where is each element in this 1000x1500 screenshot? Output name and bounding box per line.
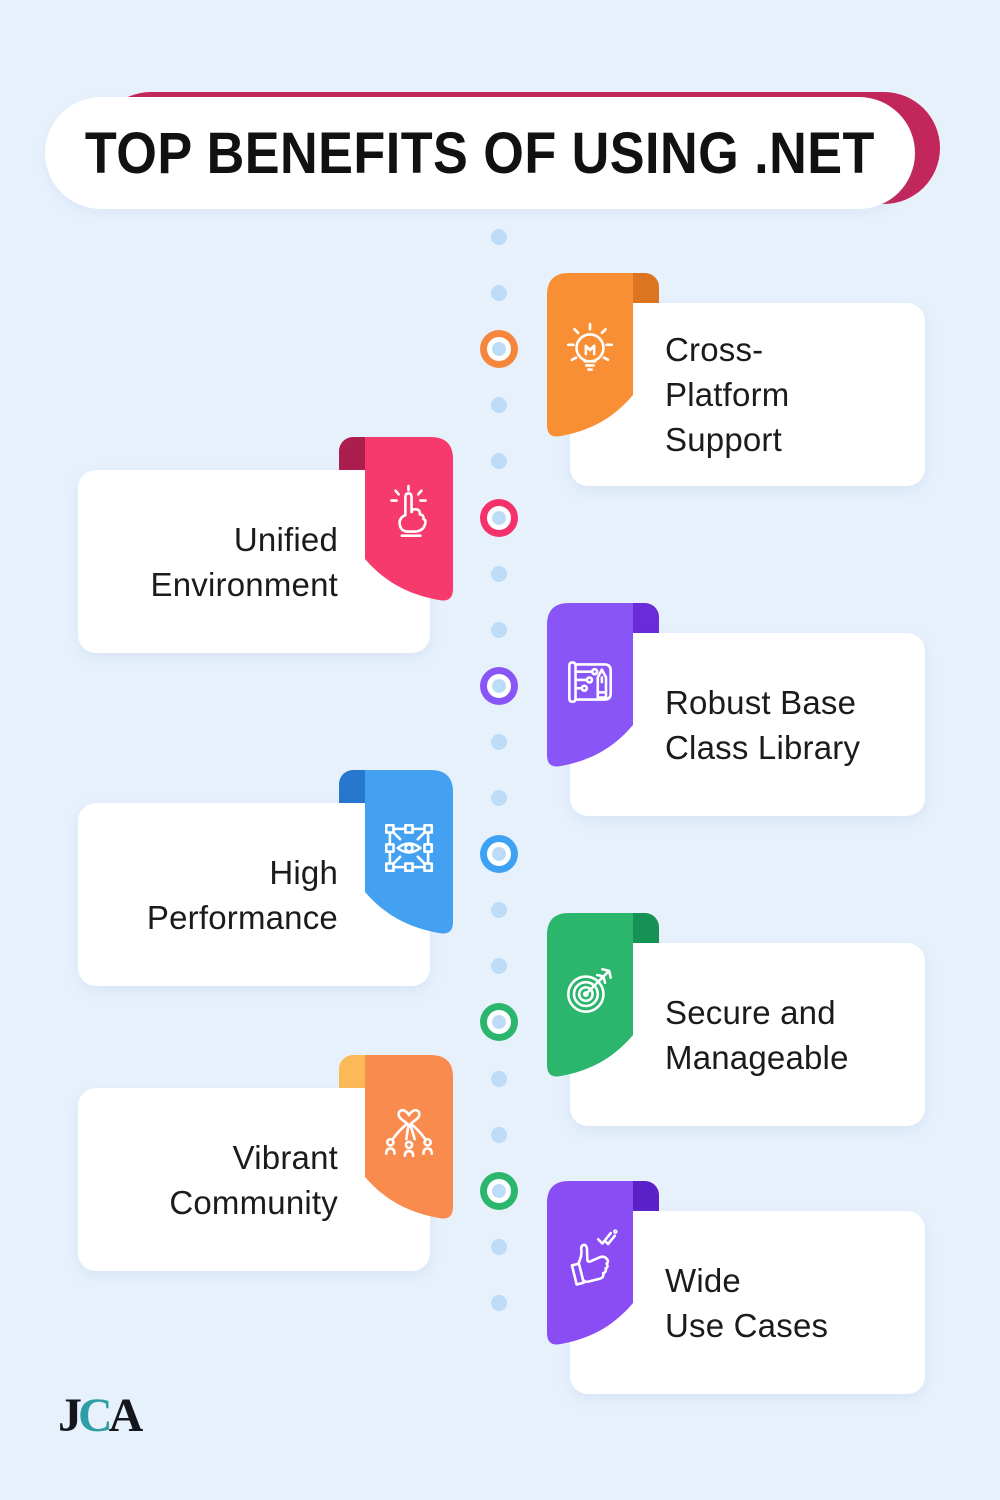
timeline-node-ring (487, 842, 511, 867)
ribbon-fold (339, 1055, 366, 1089)
vision-network-icon (378, 817, 440, 884)
benefit-label-line: Performance (146, 898, 338, 936)
timeline-dot (491, 790, 507, 806)
logo-letter: C (78, 1389, 113, 1442)
benefit-label-line: Manageable (665, 1038, 849, 1076)
timeline-node-ring (487, 1010, 511, 1035)
timeline-node-ring (487, 673, 511, 698)
ribbon-fold (632, 603, 659, 637)
benefit-label-line: Use Cases (665, 1306, 829, 1344)
ribbon-fold (339, 437, 366, 471)
timeline-dot (491, 453, 507, 470)
timeline-dot (491, 958, 507, 975)
timeline-node-ring (487, 1178, 511, 1203)
benefit-label-line: Vibrant (232, 1138, 338, 1176)
logo-letter: A (108, 1389, 144, 1442)
benefit-label-line: Cross- (665, 331, 764, 368)
pointing-finger-icon (378, 484, 440, 551)
benefit-label-line: Environment (150, 565, 338, 603)
ribbon-fold (339, 770, 366, 804)
benefit-label-line: Wide (665, 1261, 741, 1299)
page-title: TOP BENEFITS OF USING .NET (85, 120, 875, 186)
timeline-dot (491, 902, 507, 919)
benefit-label-line: Unified (233, 520, 338, 558)
timeline-dot (491, 1070, 507, 1087)
timeline-dot (491, 229, 507, 245)
ribbon-fold (632, 273, 659, 307)
timeline-dot (491, 397, 507, 414)
logo-letter: J (58, 1389, 82, 1442)
timeline-dot (491, 285, 507, 302)
ribbon-fold (632, 1181, 659, 1215)
timeline-dot (491, 733, 507, 750)
blueprint-icon (559, 650, 621, 717)
benefit-label-line: Platform (665, 376, 790, 413)
bookmark-ribbon (547, 913, 633, 1077)
timeline-dot (491, 1126, 507, 1143)
benefit-label-line: Robust Base (665, 683, 857, 721)
timeline-dot (491, 565, 507, 582)
header-pill: TOP BENEFITS OF USING .NET (45, 97, 915, 209)
bookmark-ribbon (547, 603, 633, 767)
timeline-node-ring (487, 337, 511, 362)
timeline-dot (491, 1238, 507, 1255)
community-icon (378, 1102, 440, 1169)
benefit-label-line: High (269, 853, 338, 891)
benefit-label-line: Community (169, 1183, 338, 1221)
benefit-label-line: Class Library (665, 728, 861, 766)
bookmark-ribbon (547, 273, 633, 437)
target-icon (559, 960, 621, 1027)
benefit-label-line: Secure and (665, 993, 836, 1031)
ribbon-fold (632, 913, 659, 947)
timeline-dot (491, 621, 507, 638)
timeline-dot (491, 1294, 507, 1311)
thumbs-up-icon (559, 1228, 621, 1295)
brand-logo: JCA (58, 1388, 144, 1443)
bookmark-ribbon (365, 1055, 453, 1219)
benefit-label-line: Support (665, 421, 782, 458)
lightbulb-icon (559, 320, 621, 387)
bookmark-ribbon (365, 437, 453, 601)
timeline-node-ring (487, 505, 511, 530)
